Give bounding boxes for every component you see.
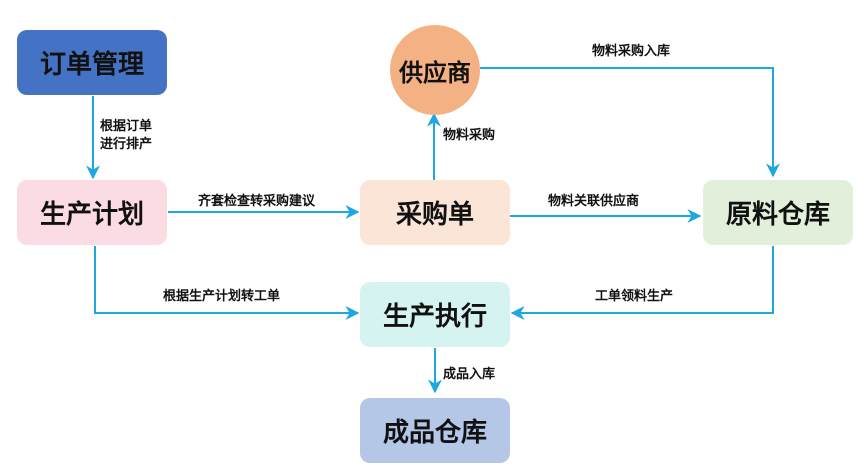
node-raw-material-warehouse: 原料仓库 bbox=[703, 180, 853, 245]
node-supplier: 供应商 bbox=[390, 25, 480, 115]
edge-label-schedule-line2: 进行排产 bbox=[100, 137, 153, 152]
node-purchase-order-label: 采购单 bbox=[395, 200, 474, 230]
arrow-plan-to-exec bbox=[94, 246, 360, 320]
edge-label-plan-to-workorder: 根据生产计划转工单 bbox=[163, 289, 281, 304]
node-production-execution: 生产执行 bbox=[360, 282, 510, 347]
edge-label-material-purchase: 物料采购 bbox=[443, 128, 496, 143]
node-order-management: 订单管理 bbox=[17, 30, 167, 95]
edge-label-schedule-line1: 根据订单 bbox=[100, 119, 153, 134]
arrow-raw-to-exec bbox=[510, 246, 774, 320]
node-raw-material-warehouse-label: 原料仓库 bbox=[725, 200, 830, 230]
node-production-execution-label: 生产执行 bbox=[382, 302, 487, 332]
edge-label-workorder-pick: 工单领料生产 bbox=[595, 289, 674, 304]
node-order-management-label: 订单管理 bbox=[39, 50, 144, 80]
edge-label-purchase-suggestion: 齐套检查转采购建议 bbox=[198, 194, 316, 209]
node-purchase-order: 采购单 bbox=[360, 180, 510, 245]
node-finished-goods-warehouse: 成品仓库 bbox=[360, 398, 510, 463]
edge-label-material-inbound: 物料采购入库 bbox=[592, 44, 671, 59]
edge-label-finished-inbound: 成品入库 bbox=[443, 367, 496, 382]
node-production-plan: 生产计划 bbox=[17, 180, 167, 245]
node-production-plan-label: 生产计划 bbox=[39, 200, 144, 230]
node-finished-goods-warehouse-label: 成品仓库 bbox=[382, 418, 487, 448]
edge-label-link-supplier: 物料关联供应商 bbox=[548, 194, 640, 209]
edge-label-schedule-by-order: 根据订单 进行排产 bbox=[100, 118, 152, 154]
node-supplier-label: 供应商 bbox=[399, 58, 471, 87]
arrow-supplier-to-raw bbox=[480, 67, 780, 178]
